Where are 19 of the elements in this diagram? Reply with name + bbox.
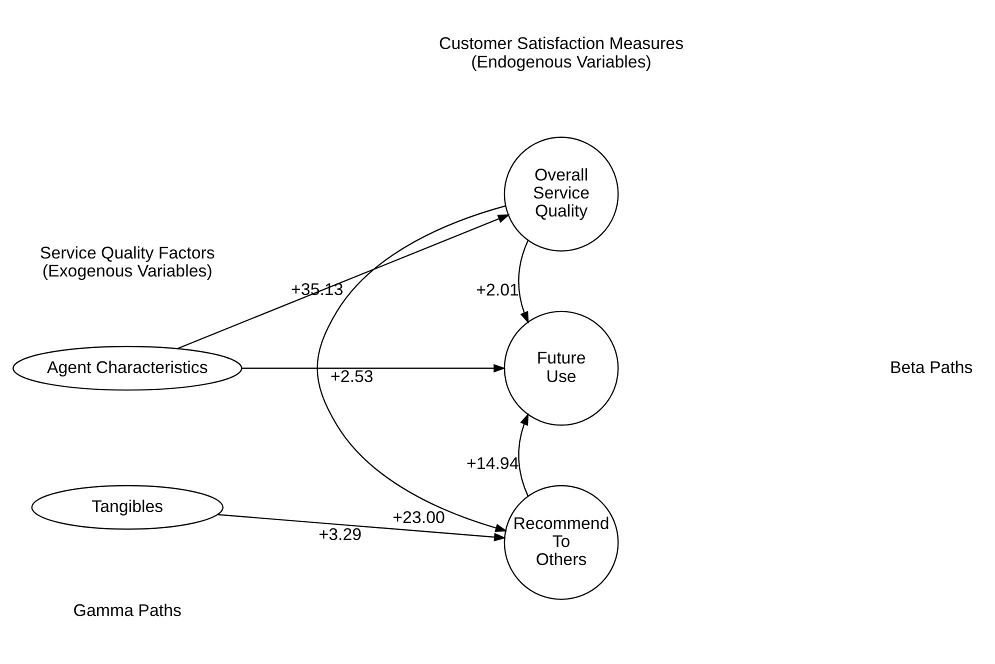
node-circle: Recommend To Others [504,485,619,600]
edge-label: +14.94 [466,454,519,474]
node-circle: Overall Service Quality [504,136,619,252]
edge-label: +23.00 [392,508,445,528]
node-ellipse: Agent Characteristics [12,346,242,391]
edge-label: +2.01 [476,280,519,300]
label: Customer Satisfaction Measures (Endogenous Variables) [439,34,684,72]
arrow [241,364,506,373]
arrow [218,514,506,542]
label: Service Quality Factors (Exogenous Variables) [40,243,215,281]
label: Beta Paths [890,358,973,377]
arrow [177,214,510,350]
arrow [518,413,529,496]
arrow [316,205,508,532]
edge-label: +3.29 [318,524,362,544]
node-ellipse: Tangibles [31,485,224,530]
arrow [518,240,529,324]
label: Gamma Paths [73,600,182,620]
edge-label: +2.53 [330,366,374,386]
